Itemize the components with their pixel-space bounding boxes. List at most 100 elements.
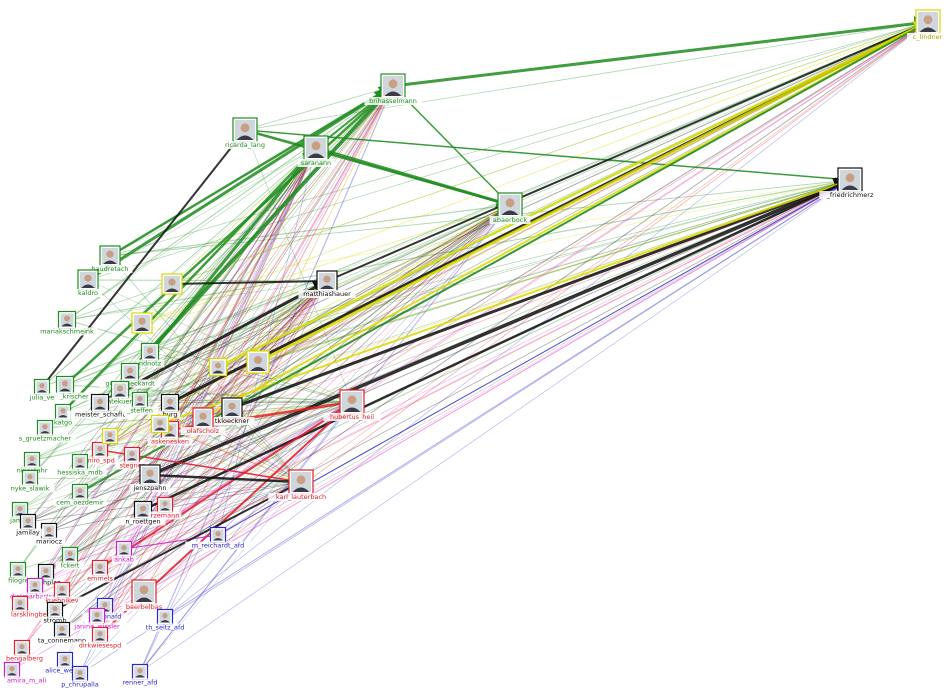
node-y4[interactable] (246, 350, 270, 374)
node-s_gruetzmacher[interactable]: s_gruetzmacher (14, 419, 76, 443)
avatar-body (919, 27, 937, 32)
node-alice_weidel[interactable]: alice_weidel (38, 651, 92, 675)
node-haudretach[interactable]: haudretach (87, 245, 133, 273)
node-label: emmels (87, 575, 113, 583)
node-label: abaerbock (493, 216, 527, 224)
node-abaerbock[interactable]: abaerbock (489, 192, 531, 224)
node-burg[interactable]: burg (159, 393, 181, 419)
node-baerbelbas[interactable]: baerbelbas (121, 579, 167, 611)
node-stegner[interactable]: stegner (115, 446, 149, 470)
node-hubertus_heil[interactable]: hubertus_heil (323, 389, 381, 421)
node-oliver_krischer[interactable]: oliver_krischer (32, 375, 98, 401)
node-label: p_chrupalla (61, 681, 99, 688)
node-label: stromb (44, 617, 67, 625)
node-ricarda_lang[interactable]: ricarda_lang (218, 117, 272, 149)
node-stromb[interactable]: stromb (40, 601, 70, 625)
node-janine_wissler[interactable]: janine_wissler (66, 607, 128, 631)
node-n_roettgen[interactable]: n_roettgen (120, 500, 166, 526)
node-dirkwiese[interactable]: dirkwiesespd (73, 626, 127, 650)
node-goeringeckardt[interactable]: goeringeckardt (99, 362, 161, 388)
node-label-bg (2, 654, 47, 663)
node-emmels[interactable]: emmels (85, 559, 115, 583)
node-bengalberg[interactable]: bengalberg (2, 639, 47, 663)
node-tkloeckner[interactable]: tkloeckner (209, 397, 255, 425)
node-label-bg (907, 33, 948, 41)
node-amira_m_ali[interactable]: amira_m_ali (2, 661, 52, 685)
node-renner_afd[interactable]: renner_afd (117, 663, 163, 687)
node-cem_oezdemir[interactable]: cem_oezdemir (53, 483, 107, 507)
node-y5[interactable] (150, 414, 170, 434)
node-larsklingbeil[interactable]: larsklingbeil (2, 595, 60, 619)
node-label: matthiashauer (303, 290, 351, 298)
avatar-head (228, 402, 236, 410)
node-label-bg (209, 417, 255, 425)
node-miro_spd[interactable]: miro_spd (81, 441, 119, 465)
avatar-body (61, 323, 73, 327)
node-ankab[interactable]: ankab (111, 540, 137, 564)
avatar-head (15, 566, 21, 572)
edge (45, 401, 353, 573)
edge (109, 204, 511, 257)
avatar-head (77, 488, 83, 494)
node-nyke_slawik[interactable]: nyke_slawik (5, 469, 55, 493)
node-saranann[interactable]: saranann (297, 135, 335, 167)
node-m_reichardt_afd[interactable]: m_reichardt_afd (185, 526, 251, 550)
node-kaldro[interactable]: kaldro (73, 269, 103, 297)
avatar-body (225, 412, 239, 416)
edge (141, 21, 929, 324)
avatar-head (146, 469, 154, 477)
node-label: nyke_slawik (11, 485, 50, 493)
avatar-head (97, 631, 103, 637)
node-jamilay[interactable]: jamilay (11, 513, 45, 537)
node-filogreen[interactable]: filogreen (2, 561, 43, 585)
node-jenszpahn[interactable]: jenszpahn (129, 464, 171, 492)
node-label: n_roettgen (125, 518, 160, 526)
node-mariakschmeink[interactable]: mariakschmeink (36, 310, 98, 336)
node-karl_lauterbach[interactable]: karl_lauterbach (268, 469, 334, 501)
node-label: cem_oezdemir (56, 499, 104, 507)
node-ndnotz[interactable]: ndnotz (135, 342, 165, 368)
node-meister_schafft[interactable]: meister_schafft (67, 393, 133, 419)
edge (129, 179, 851, 373)
node-label: haudretach (91, 265, 128, 273)
avatar-head (106, 250, 114, 258)
node-steffen[interactable]: _steffen (121, 391, 159, 415)
node-c_lindner[interactable]: c_lindner (907, 9, 948, 41)
node-kuehnikev[interactable]: kuehnikev (41, 581, 83, 605)
node-katgo[interactable]: katgo (50, 403, 76, 427)
avatar-body (7, 673, 17, 676)
edge (123, 532, 219, 550)
node-dietmarbartsch[interactable]: dietmarbartsch (4, 577, 66, 601)
node-p_chrupalla[interactable]: p_chrupalla (55, 665, 105, 688)
node-label: filogreen (8, 577, 37, 585)
node-y1[interactable] (161, 273, 183, 295)
node-th_seitz_afd[interactable]: th_seitz_afd (138, 608, 192, 632)
avatar-head (162, 501, 168, 507)
edge (217, 481, 302, 536)
edge (19, 179, 851, 605)
edge (109, 84, 395, 258)
node-brihasselmann[interactable]: brihasselmann (364, 73, 422, 105)
node-y3[interactable] (208, 357, 228, 377)
node-sophplaz[interactable]: sophplaz (27, 563, 65, 587)
node-matthiashauer[interactable]: matthiashauer (298, 270, 356, 298)
avatar-head (77, 670, 83, 676)
avatar-head (62, 656, 68, 662)
node-y2[interactable] (131, 312, 153, 334)
node-connemann[interactable]: ta_connemann (35, 621, 89, 645)
node-label-bg (27, 578, 65, 587)
node-renatekuenast[interactable]: renatekuenast (91, 380, 149, 406)
node-julia_ve[interactable]: julia_ve (23, 378, 61, 402)
node-_friedrichmerz[interactable]: _friedrichmerz (819, 167, 881, 199)
node-hessiska_mdb[interactable]: hessiska_mdb (53, 453, 107, 477)
node-rzemann[interactable]: rzemann (148, 496, 182, 520)
node-olafscholz[interactable]: olafscholz (180, 407, 226, 435)
edge (99, 401, 353, 569)
avatar-head (923, 15, 933, 25)
node-fckert[interactable]: fckert (55, 546, 85, 570)
node-label-bg (297, 159, 335, 167)
node-y6[interactable] (101, 427, 119, 445)
edge (109, 179, 851, 257)
node-label: s_gruetzmacher (19, 435, 72, 443)
avatar-head (139, 585, 149, 595)
